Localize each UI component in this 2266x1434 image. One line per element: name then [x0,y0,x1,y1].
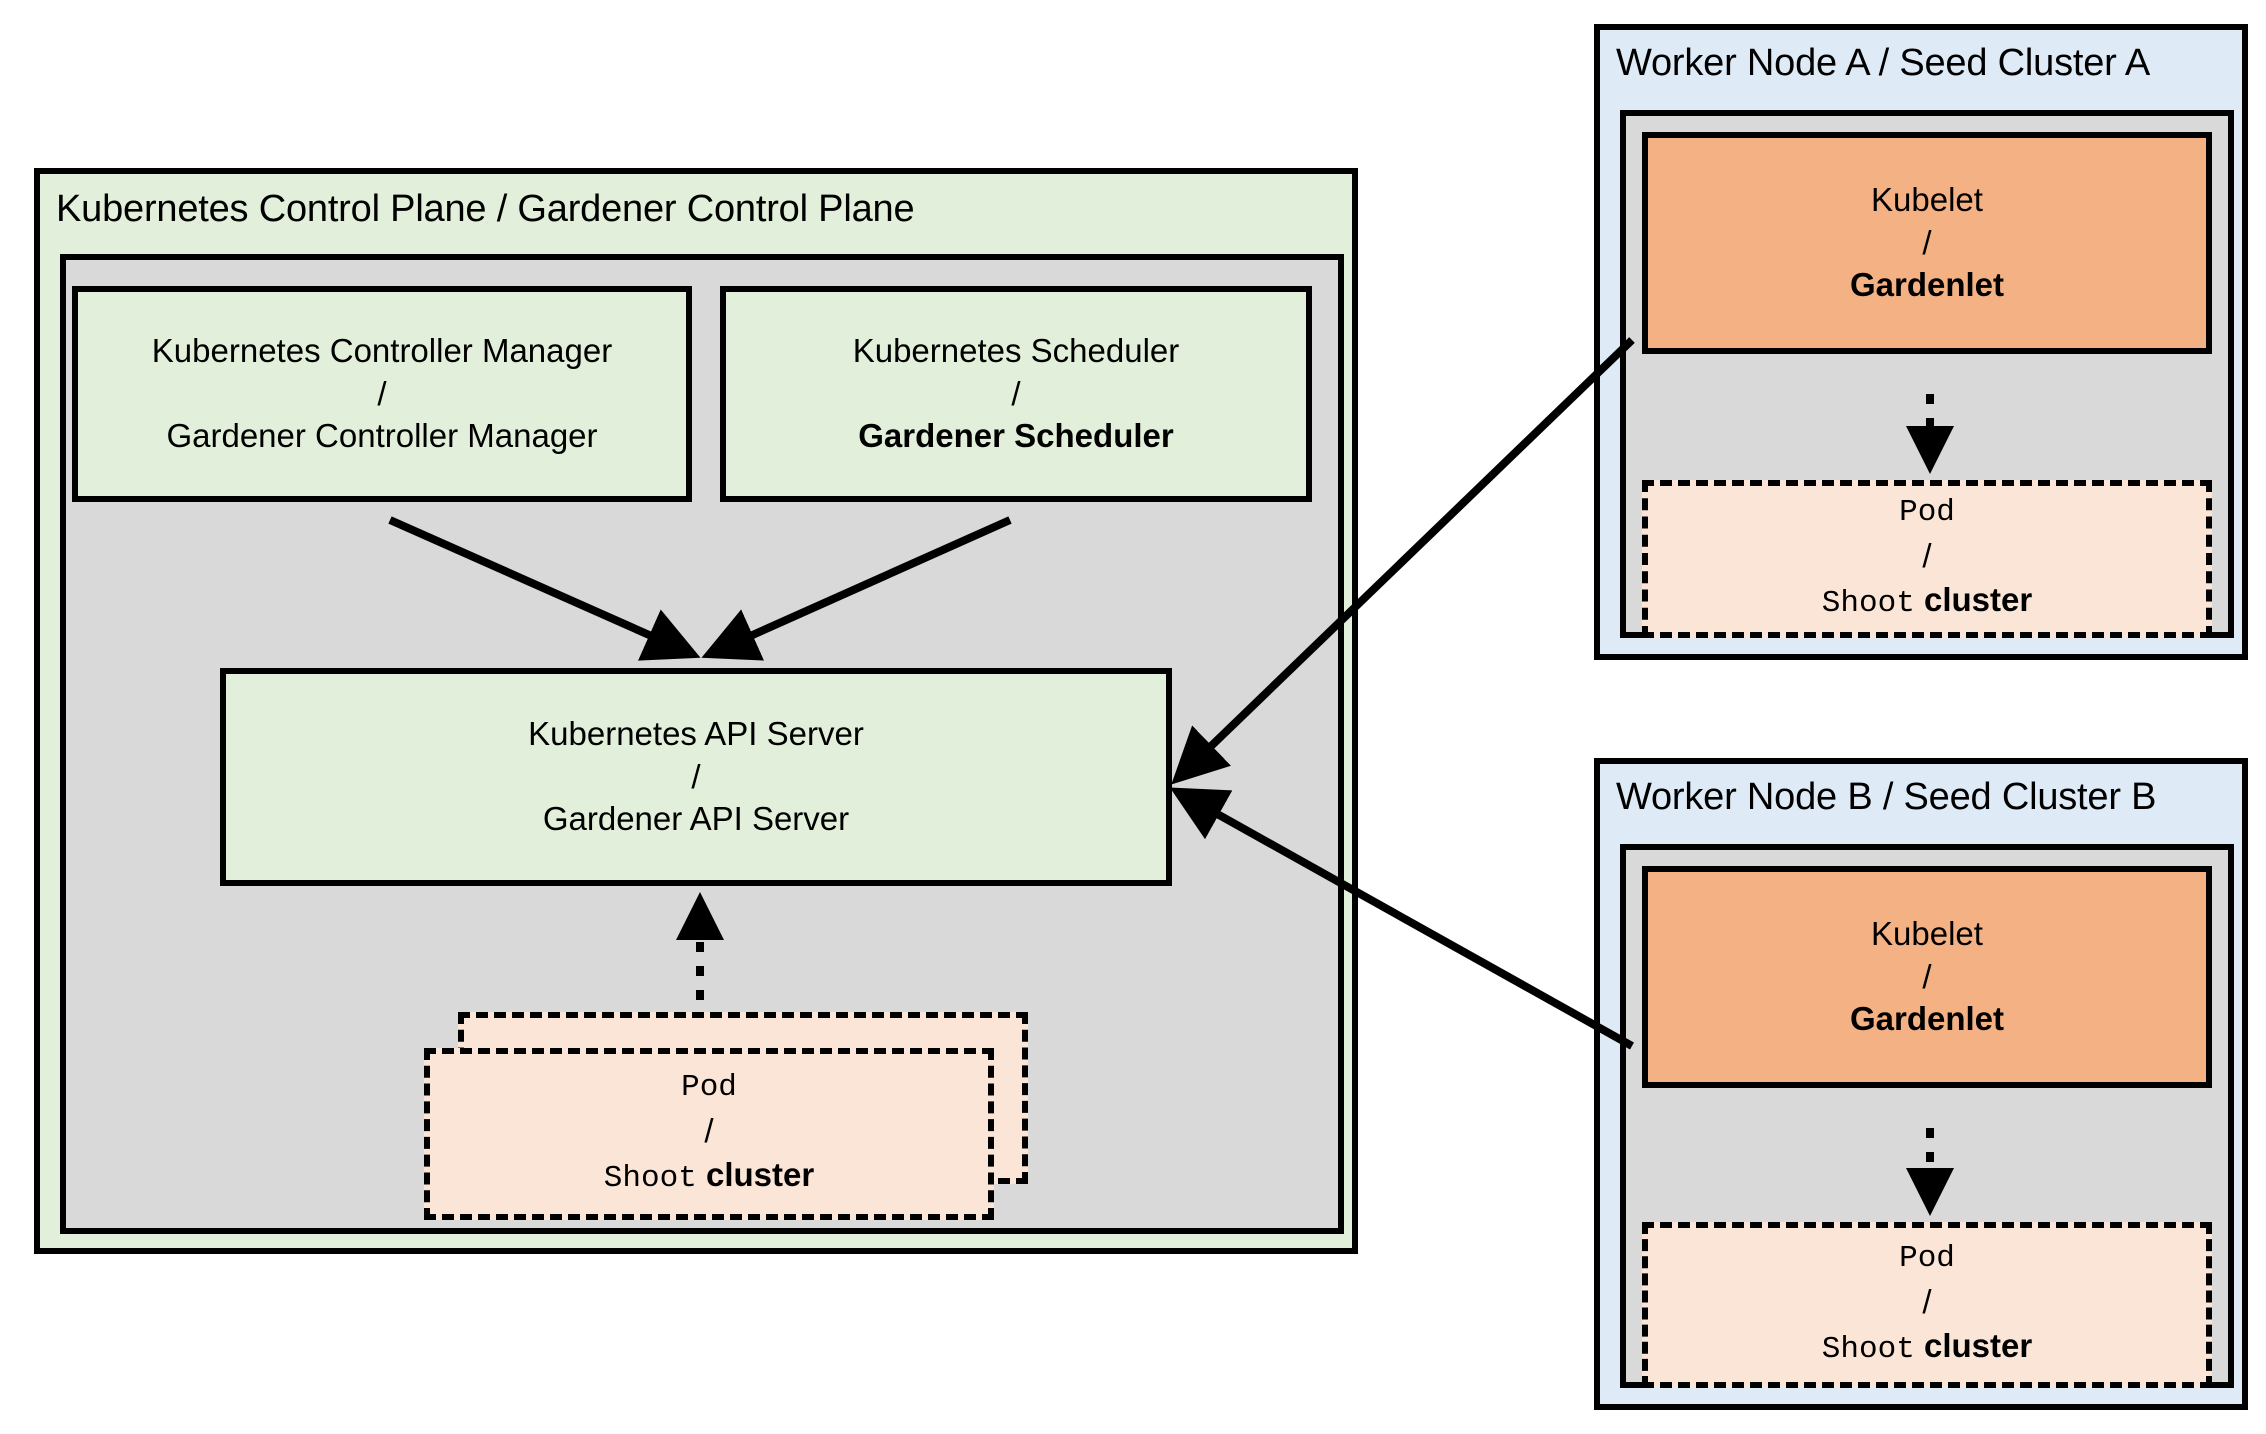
worker-node-b-agent-separator: / [1922,957,1932,995]
worker-node-b-agent-box[interactable]: Kubelet / Gardenlet [1642,866,2212,1088]
api-server-box[interactable]: Kubernetes API Server / Gardener API Ser… [220,668,1172,886]
scheduler-line2: Gardener Scheduler [858,417,1174,455]
api-server-line2: Gardener API Server [542,800,850,838]
control-plane-title: Kubernetes Control Plane / Gardener Cont… [56,188,915,230]
worker-node-a-agent-line1: Kubelet [1871,180,1983,218]
worker-node-b-pod-separator: / [1922,1283,1932,1321]
api-server-separator: / [691,757,701,795]
worker-node-b-group: Worker Node B / Seed Cluster B Kubelet /… [1594,758,2248,1410]
api-server-line1: Kubernetes API Server [528,714,864,752]
control-plane-pod-separator: / [704,1112,714,1150]
worker-node-b-pod-shoot: Shoot [1821,1331,1915,1367]
control-plane-pod-shoot: Shoot [603,1160,697,1196]
worker-node-b-pod-line2: Shoot cluster [1822,1324,2032,1371]
worker-node-a-pod-separator: / [1922,537,1932,575]
worker-node-a-agent-line2: Gardenlet [1849,266,2005,304]
control-plane-pod-cluster: cluster [705,1155,815,1193]
worker-node-a-pod-shoot: Shoot [1821,585,1915,621]
worker-node-b-agent-line1: Kubelet [1871,914,1983,952]
control-plane-pod-box[interactable]: Pod / Shoot cluster [424,1048,994,1220]
worker-node-b-pod-line1: Pod [1899,1241,1955,1277]
controller-manager-separator: / [377,374,387,412]
worker-node-a-pod-line2: Shoot cluster [1822,578,2032,625]
worker-node-a-agent-box[interactable]: Kubelet / Gardenlet [1642,132,2212,354]
controller-manager-box[interactable]: Kubernetes Controller Manager / Gardener… [72,286,692,502]
worker-node-a-pod-box[interactable]: Pod / Shoot cluster [1642,480,2212,638]
scheduler-line1: Kubernetes Scheduler [852,331,1180,369]
worker-node-b-agent-line2: Gardenlet [1849,1000,2005,1038]
scheduler-box[interactable]: Kubernetes Scheduler / Gardener Schedule… [720,286,1312,502]
worker-node-b-pod-cluster: cluster [1923,1326,2033,1364]
worker-node-a-agent-separator: / [1922,223,1932,261]
scheduler-separator: / [1011,374,1021,412]
worker-node-a-title: Worker Node A / Seed Cluster A [1616,42,2151,84]
controller-manager-line2: Gardener Controller Manager [166,417,598,455]
worker-node-a-group: Worker Node A / Seed Cluster A Kubelet /… [1594,24,2248,660]
worker-node-b-pod-box[interactable]: Pod / Shoot cluster [1642,1222,2212,1388]
control-plane-group: Kubernetes Control Plane / Gardener Cont… [34,168,1358,1254]
worker-node-a-pod-line1: Pod [1899,495,1955,531]
control-plane-pod-line2: Shoot cluster [604,1153,814,1200]
controller-manager-line1: Kubernetes Controller Manager [151,331,613,369]
worker-node-a-pod-cluster: cluster [1923,580,2033,618]
control-plane-pod-line1: Pod [681,1070,737,1106]
worker-node-b-title: Worker Node B / Seed Cluster B [1616,776,2157,818]
